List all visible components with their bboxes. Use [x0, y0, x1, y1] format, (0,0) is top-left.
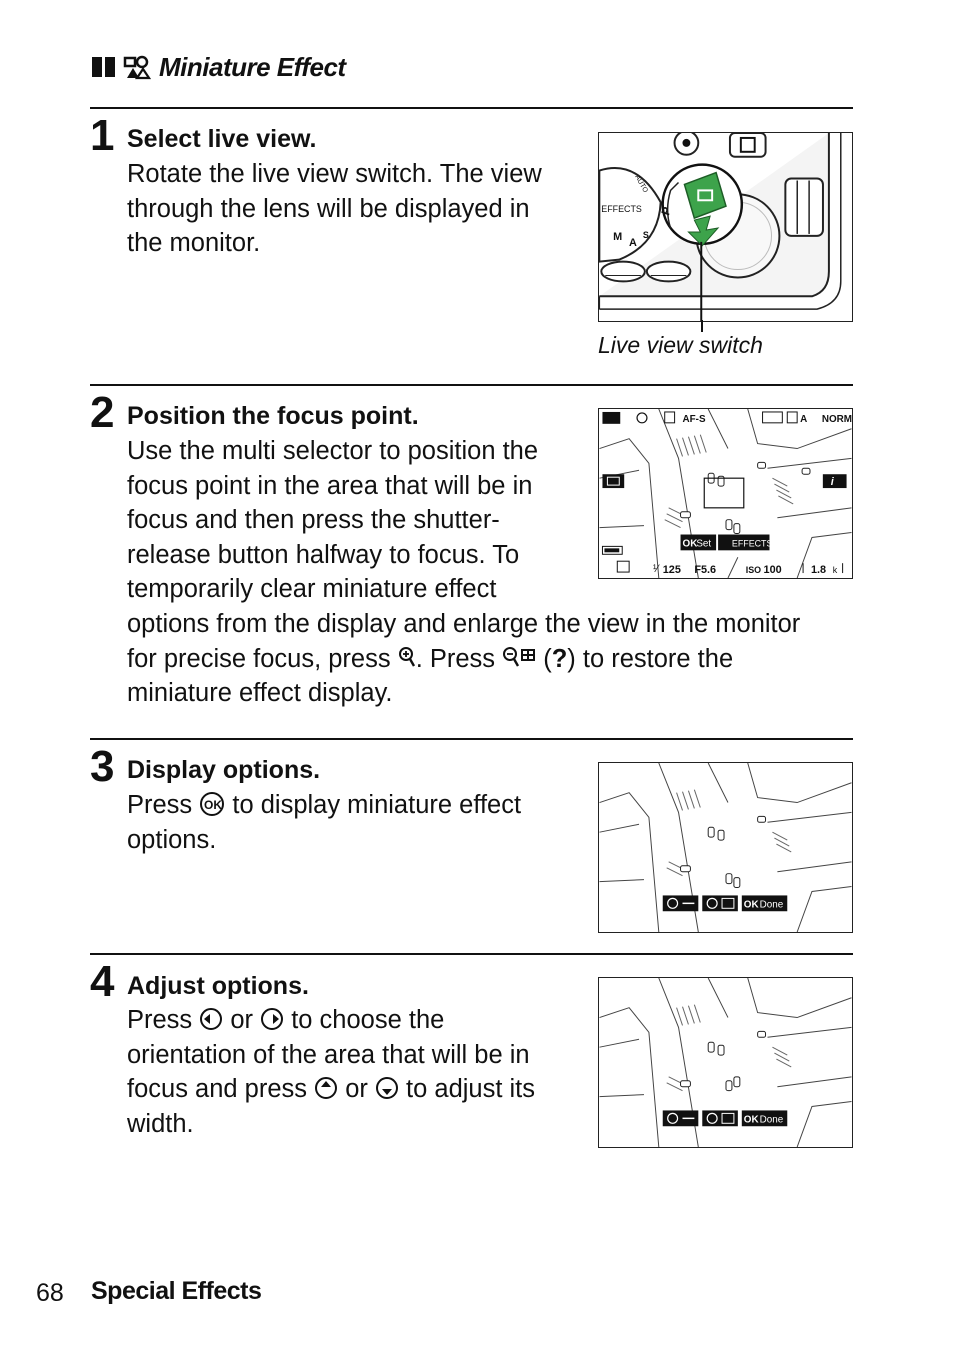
remaining-unit: k [833, 565, 838, 575]
step-body: Press or to choose the orientation of th… [127, 1003, 535, 1141]
body-line: options from the display and enlarge the… [127, 609, 801, 638]
zoom-in-icon [398, 646, 415, 667]
dial-effects-label: EFFECTS [601, 204, 642, 214]
live-view-screen-illustration: AF-S A NORM i OK Set EFFECTS ¹⁄ 125 F5.6… [598, 408, 853, 579]
set-label: Set [696, 538, 711, 549]
body-line: for precise focus, press . Press (?) to … [127, 642, 800, 677]
body-line: Press or to choose the [127, 1003, 535, 1038]
multi-selector-left-icon [200, 1008, 223, 1030]
multi-selector-up-icon [315, 1077, 338, 1100]
page-number: 68 [36, 1279, 64, 1307]
footer-section-title: Special Effects [91, 1277, 262, 1305]
text-run: for precise focus, press [127, 644, 398, 673]
svg-text:A: A [629, 237, 637, 249]
step-body: Use the multi selector to position the f… [127, 434, 800, 711]
text-run: focus and press [127, 1075, 315, 1104]
camera-top-illustration: EFFECTS AUTO M A S P [598, 132, 853, 322]
step-number: 1 [90, 111, 115, 160]
body-line: temporarily clear miniature effect [127, 575, 497, 604]
af-mode-label: AF-S [683, 414, 706, 425]
body-line: Rotate the live view switch. The view [127, 160, 542, 188]
text-run: to adjust its [398, 1075, 536, 1104]
effects-label: EFFECTS [732, 538, 773, 548]
text-run: Press [127, 1006, 200, 1034]
text-run: ) to restore the [567, 644, 734, 673]
ok-button-icon: OK [200, 792, 225, 816]
svg-text:OK: OK [204, 798, 222, 812]
step-title: Display options. [127, 756, 321, 784]
text-run: to display miniature effect [225, 791, 522, 819]
body-line: focus and press or to adjust its [127, 1072, 535, 1107]
body-line: miniature effect display. [127, 679, 393, 708]
step-number: 4 [90, 957, 115, 1006]
text-run: . Press [415, 644, 503, 673]
remaining-shots: 1.8 [811, 564, 826, 576]
multi-selector-right-icon [261, 1008, 284, 1030]
caption-leader [701, 320, 703, 332]
help-key-label: ? [551, 644, 568, 673]
text-run: ( [536, 644, 552, 673]
text-run: to choose the [284, 1006, 445, 1034]
divider [90, 384, 853, 386]
body-line: options. [127, 825, 217, 854]
figure-caption: Live view switch [598, 332, 763, 358]
step-number: 3 [90, 742, 115, 791]
svg-text:S: S [643, 230, 649, 240]
miniature-adjust-screen-illustration: OK Done [598, 977, 853, 1148]
miniature-options-screen-illustration: OK Done [598, 762, 853, 933]
done-label: Done [760, 1114, 784, 1125]
text-run: or [338, 1075, 375, 1104]
body-line: the monitor. [127, 229, 261, 258]
section-marker-icon [92, 57, 115, 77]
multi-selector-down-icon [375, 1077, 398, 1100]
svg-text:M: M [613, 231, 622, 243]
miniature-effect-icon [123, 55, 151, 80]
body-line: Press OK to display miniature effect [127, 788, 521, 823]
step-number: 2 [90, 388, 115, 437]
section-title: Miniature Effect [159, 51, 346, 82]
done-label: Done [760, 899, 784, 910]
shutter-speed: 125 [663, 564, 681, 576]
step-body: Press OK to display miniature effect opt… [127, 788, 521, 857]
ok-key-label: OK [744, 899, 760, 910]
zoom-out-thumbnail-icon [503, 646, 536, 667]
body-line: through the lens will be displayed in [127, 194, 530, 223]
body-line: width. [127, 1109, 194, 1138]
svg-text:ISO: ISO [746, 565, 761, 575]
svg-text:i: i [831, 476, 835, 488]
divider [90, 953, 853, 955]
step-body: Rotate the live view switch. The view th… [127, 157, 542, 261]
svg-text:¹⁄: ¹⁄ [653, 563, 661, 575]
body-line: orientation of the area that will be in [127, 1040, 530, 1069]
step-title: Adjust options. [127, 972, 309, 1000]
ok-key-label: OK [683, 538, 699, 549]
text-run: Press [127, 791, 200, 819]
body-line: focus and then press the shutter- [127, 506, 500, 535]
body-line: Use the multi selector to position the [127, 437, 539, 465]
svg-text:A: A [800, 414, 807, 425]
ok-key-label: OK [744, 1114, 760, 1125]
iso-value: 100 [764, 564, 782, 576]
section-header: Miniature Effect [92, 50, 346, 84]
image-quality-label: NORM [822, 414, 852, 425]
step-title: Position the focus point. [127, 402, 419, 430]
body-line: focus point in the area that will be in [127, 471, 533, 500]
step-title: Select live view. [127, 125, 317, 153]
divider [90, 738, 853, 740]
aperture: F5.6 [694, 564, 716, 576]
body-line: release button halfway to focus. To [127, 540, 520, 569]
text-run: or [223, 1006, 261, 1034]
divider [90, 107, 853, 109]
